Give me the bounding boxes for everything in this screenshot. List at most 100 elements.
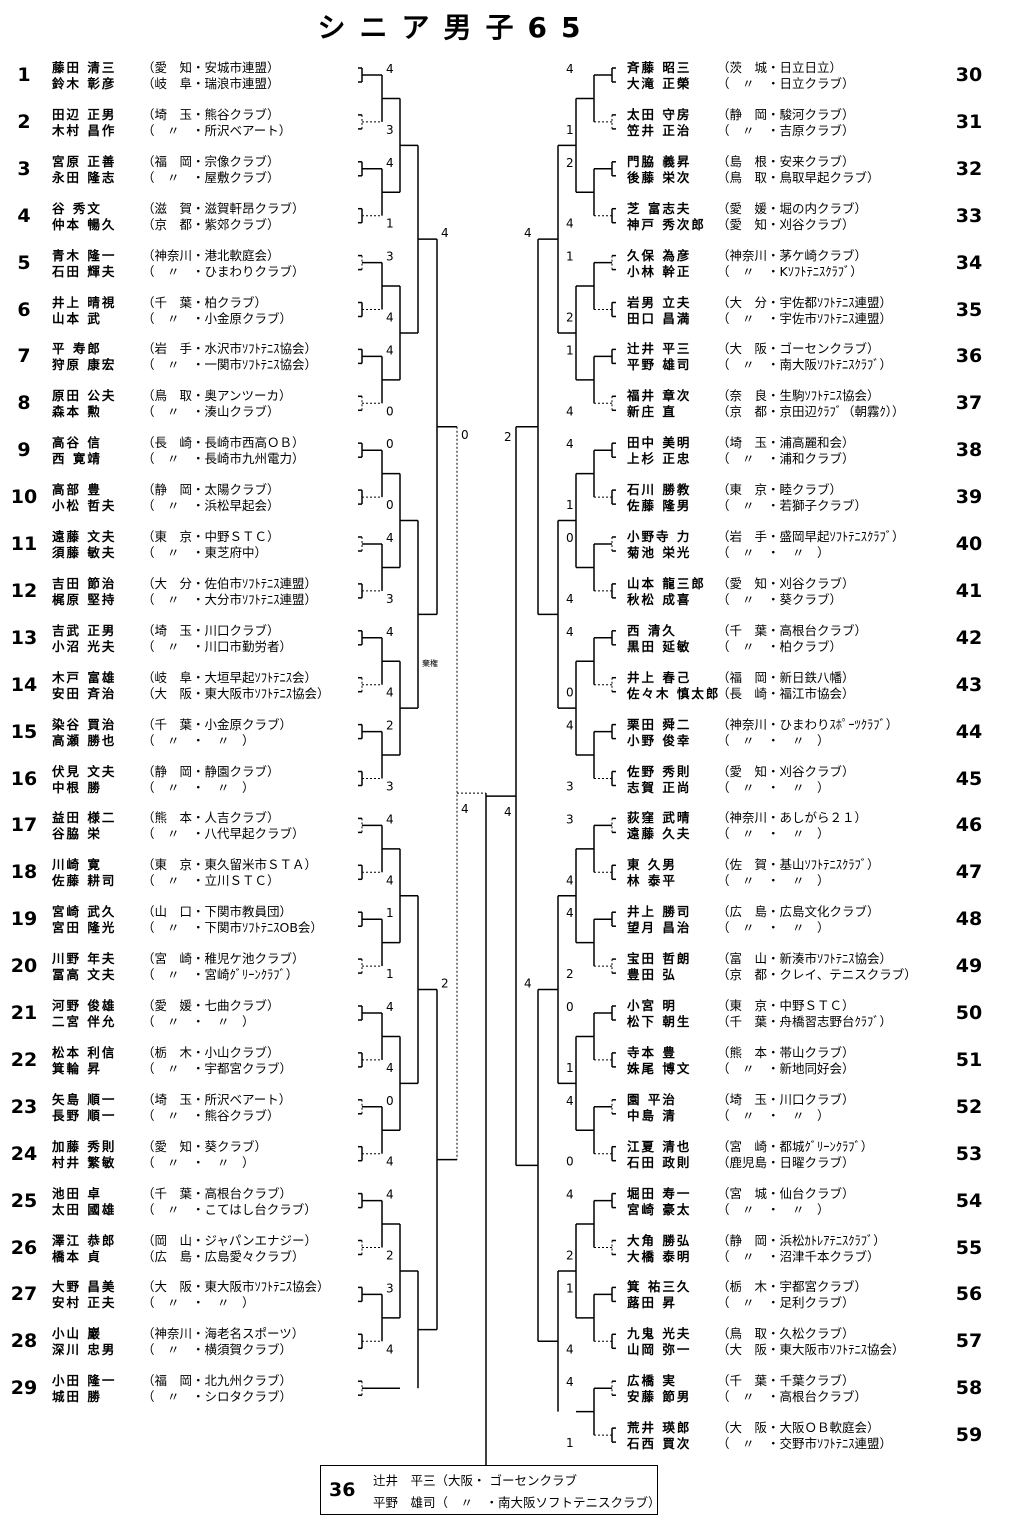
- player-affiliation: （奈 良・生駒ｿﾌﾄﾃﾆｽ協会）: [717, 388, 880, 404]
- walkover-label: 棄権: [422, 658, 438, 668]
- player-affiliation: （愛 媛・堀の内クラブ）: [717, 200, 868, 216]
- player-name: 中島 清: [627, 1107, 677, 1123]
- player-affiliation: （岩 手・盛岡早起ｿﾌﾄﾃﾆｽｸﾗﾌﾞ）: [717, 529, 905, 544]
- player-affiliation: （ 〃 ・ 〃 ）: [717, 1201, 830, 1217]
- score-label: 3: [386, 592, 394, 606]
- player-name: 豊田 弘: [627, 967, 677, 983]
- player-name: 澤江 恭郎: [52, 1232, 117, 1248]
- seed-number: 26: [10, 1236, 38, 1259]
- player-affiliation: （茨 城・日立日立）: [717, 60, 843, 75]
- seed-number: 1: [17, 64, 31, 86]
- seed-number: 47: [955, 861, 983, 884]
- player-affiliation: （ 〃 ・ 〃 ）: [717, 826, 830, 842]
- player-row: 石西 買次（ 〃 ・交野市ｿﾌﾄﾃﾆｽ連盟）: [627, 1436, 892, 1452]
- player-name: 河野 俊雄: [52, 998, 117, 1013]
- score-label: 3: [386, 123, 394, 137]
- player-name: 吉田 節治: [52, 575, 117, 591]
- player-name: 吉武 正男: [52, 622, 117, 638]
- player-name: 後藤 栄次: [627, 169, 692, 185]
- score-label: 4: [386, 1155, 394, 1169]
- player-name: 田辺 正男: [52, 106, 117, 122]
- player-name: 森本 勲: [52, 404, 102, 420]
- player-affiliation: （福 岡・宗像クラブ）: [142, 153, 280, 169]
- seed-number: 10: [10, 486, 38, 509]
- score-label: 0: [386, 437, 394, 451]
- player-name: 大角 勝弘: [627, 1232, 692, 1248]
- player-name: 青木 隆一: [52, 247, 117, 263]
- player-row: 遠藤 文夫（東 京・中野ＳＴＣ）: [52, 529, 280, 545]
- player-name: 川崎 寛: [52, 857, 102, 873]
- score-label: 0: [566, 1155, 574, 1169]
- champion-box: 36 辻井 平三（大阪・ ゴーセンクラブ 平野 雄司（ 〃 ・南大阪ソフトテニス…: [320, 1465, 661, 1515]
- player-row: 田辺 正男（埼 玉・熊谷クラブ）: [52, 107, 280, 123]
- player-row: 石田 輝夫（ 〃 ・ひまわりクラブ）: [52, 264, 305, 280]
- player-affiliation: （島 根・安来クラブ）: [717, 153, 855, 169]
- score-label: 1: [566, 343, 574, 357]
- player-name: 大橋 泰明: [627, 1248, 692, 1264]
- player-name: 井上 春己: [627, 669, 692, 685]
- player-row: 宮原 正善（福 岡・宗像クラブ）: [52, 154, 280, 170]
- score-label: 3: [566, 780, 574, 794]
- player-affiliation: （ 〃 ・所沢ベアート）: [142, 122, 292, 138]
- player-row: 城田 勝（ 〃 ・シロタクラブ）: [52, 1389, 292, 1405]
- player-row: 新庄 直（京 都・京田辺ｸﾗﾌﾞ（朝霧ｸ））: [627, 404, 905, 420]
- score-label: 1: [566, 1281, 574, 1295]
- player-row: 川野 年夫（宮 崎・稚児ケ池クラブ）: [52, 951, 305, 967]
- player-row: 平 寿郎（岩 手・水沢市ｿﾌﾄﾃﾆｽ協会）: [52, 341, 317, 357]
- seed-number: 33: [955, 204, 983, 227]
- player-name: 佐藤 隆男: [627, 498, 692, 514]
- player-row: 木戸 富雄（岐 阜・大垣早起ｿﾌﾄﾃﾆｽ会）: [52, 670, 317, 686]
- player-affiliation: （ 〃 ・ 〃 ）: [717, 732, 830, 748]
- score-label: 4: [386, 873, 394, 887]
- seed-number: 14: [10, 673, 38, 696]
- seed-number: 30: [955, 64, 983, 86]
- player-affiliation: （埼 玉・川口クラブ）: [142, 622, 280, 638]
- player-row: 箕輪 昇（ 〃 ・宇都宮クラブ）: [52, 1061, 292, 1077]
- seed-number: 35: [955, 298, 983, 321]
- player-name: 小野 俊幸: [627, 732, 692, 748]
- player-row: 九鬼 光夫（鳥 取・久松クラブ）: [627, 1326, 855, 1342]
- seed-number: 11: [10, 533, 38, 555]
- seed-number: 57: [955, 1330, 983, 1353]
- player-row: 矢島 順一（埼 玉・所沢ベアート）: [52, 1092, 291, 1108]
- score-label: 4: [504, 805, 512, 819]
- score-label: 4: [566, 906, 574, 920]
- player-name: 大滝 正榮: [627, 76, 692, 91]
- seed-number: 43: [955, 673, 983, 696]
- player-row: 高部 豊（静 岡・太陽クラブ）: [52, 482, 280, 498]
- player-affiliation: （愛 知・葵クラブ）: [142, 1138, 268, 1154]
- score-label: 0: [566, 686, 574, 700]
- score-label: 3: [386, 250, 394, 264]
- player-name: 姝尾 博文: [627, 1060, 692, 1076]
- player-affiliation: （ 〃 ・長崎市九州電力）: [142, 451, 305, 467]
- score-label: 3: [386, 780, 394, 794]
- player-row: 狩原 康宏（ 〃 ・一関市ｿﾌﾄﾃﾆｽ協会）: [52, 357, 317, 373]
- player-affiliation: （宮 崎・稚児ケ池クラブ）: [142, 951, 305, 967]
- player-row: 染谷 買治（千 葉・小金原クラブ）: [52, 717, 292, 733]
- player-name: 長野 順一: [52, 1107, 117, 1123]
- player-affiliation: （滋 賀・滋賀軒昂クラブ）: [142, 200, 305, 216]
- seed-number: 13: [10, 626, 38, 649]
- player-name: 村井 繁敏: [52, 1154, 117, 1170]
- player-row: 池田 卓（千 葉・高根台クラブ）: [52, 1186, 292, 1202]
- player-affiliation: （東 京・東久留米市ＳＴＡ）: [142, 857, 318, 873]
- seed-number: 51: [955, 1048, 983, 1071]
- player-row: 佐藤 耕司（ 〃 ・立川ＳＴＣ）: [52, 873, 280, 889]
- score-label: 1: [566, 123, 574, 137]
- player-row: 佐藤 隆男（ 〃 ・若獅子クラブ）: [627, 498, 867, 514]
